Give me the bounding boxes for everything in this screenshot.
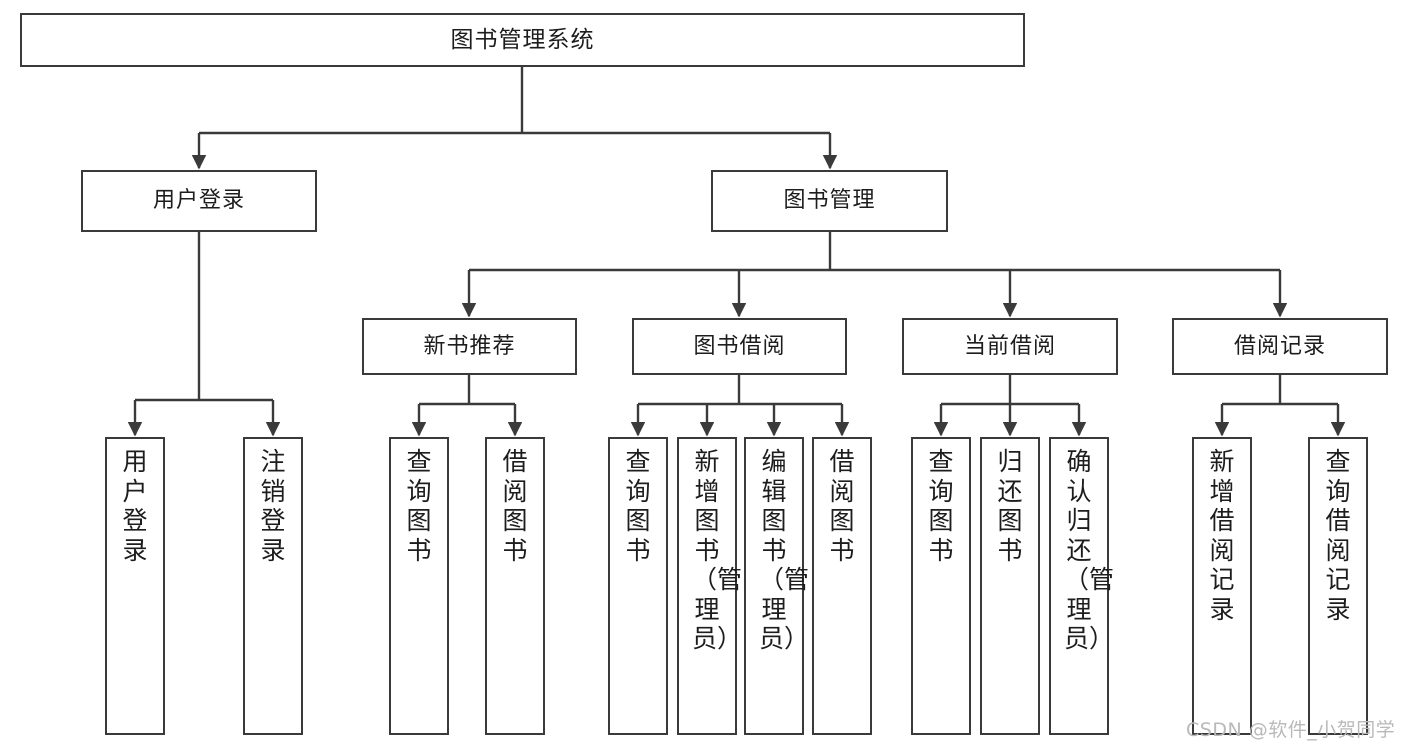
leaf-user-login-logout[interactable]: 注销登录 [243, 437, 303, 735]
node-label: 查询图书 [406, 447, 432, 565]
node-label: 新增借阅记录 [1209, 447, 1235, 624]
leaf-new-book-query[interactable]: 查询图书 [389, 437, 449, 735]
node-label: 借阅记录 [1233, 333, 1326, 359]
node-label: 当前借阅 [963, 333, 1056, 359]
node-label: 图书管理 [783, 188, 876, 213]
node-label: 图书管理系统 [450, 26, 595, 53]
node-label: 新增图书（管理员） [692, 447, 743, 653]
leaf-borrow-record-query[interactable]: 查询借阅记录 [1308, 437, 1368, 735]
leaf-book-borrow-add[interactable]: 新增图书（管理员） [677, 437, 743, 735]
node-root-system[interactable]: 图书管理系统 [20, 13, 1025, 67]
node-label: 借阅图书 [829, 447, 855, 565]
node-label: 确认归还（管理员） [1064, 447, 1115, 653]
leaf-new-book-borrow[interactable]: 借阅图书 [485, 437, 545, 735]
node-label: 归还图书 [997, 447, 1023, 565]
leaf-book-borrow-query[interactable]: 查询图书 [608, 437, 668, 735]
leaf-book-borrow-borrow[interactable]: 借阅图书 [812, 437, 872, 735]
leaf-book-borrow-edit[interactable]: 编辑图书（管理员） [744, 437, 810, 735]
node-label: 借阅图书 [502, 447, 528, 565]
node-label: 图书借阅 [693, 333, 786, 359]
node-book-manage[interactable]: 图书管理 [711, 170, 948, 232]
node-label: 新书推荐 [423, 333, 516, 359]
node-label: 用户登录 [152, 188, 245, 213]
leaf-borrow-record-add[interactable]: 新增借阅记录 [1192, 437, 1252, 735]
leaf-user-login-login[interactable]: 用户登录 [105, 437, 165, 735]
node-current-borrow[interactable]: 当前借阅 [902, 318, 1118, 375]
leaf-current-borrow-query[interactable]: 查询图书 [911, 437, 971, 735]
leaf-current-borrow-return[interactable]: 归还图书 [980, 437, 1040, 735]
node-label: 查询借阅记录 [1325, 447, 1351, 624]
node-label: 查询图书 [928, 447, 954, 565]
node-borrow-record[interactable]: 借阅记录 [1172, 318, 1388, 375]
node-label: 用户登录 [122, 447, 148, 565]
node-label: 编辑图书（管理员） [759, 447, 810, 653]
node-user-login[interactable]: 用户登录 [81, 170, 317, 232]
node-book-borrow[interactable]: 图书借阅 [632, 318, 847, 375]
node-new-book-recommend[interactable]: 新书推荐 [362, 318, 577, 375]
node-label: 注销登录 [260, 447, 286, 565]
node-label: 查询图书 [625, 447, 651, 565]
leaf-current-borrow-confirm-return[interactable]: 确认归还（管理员） [1049, 437, 1115, 735]
